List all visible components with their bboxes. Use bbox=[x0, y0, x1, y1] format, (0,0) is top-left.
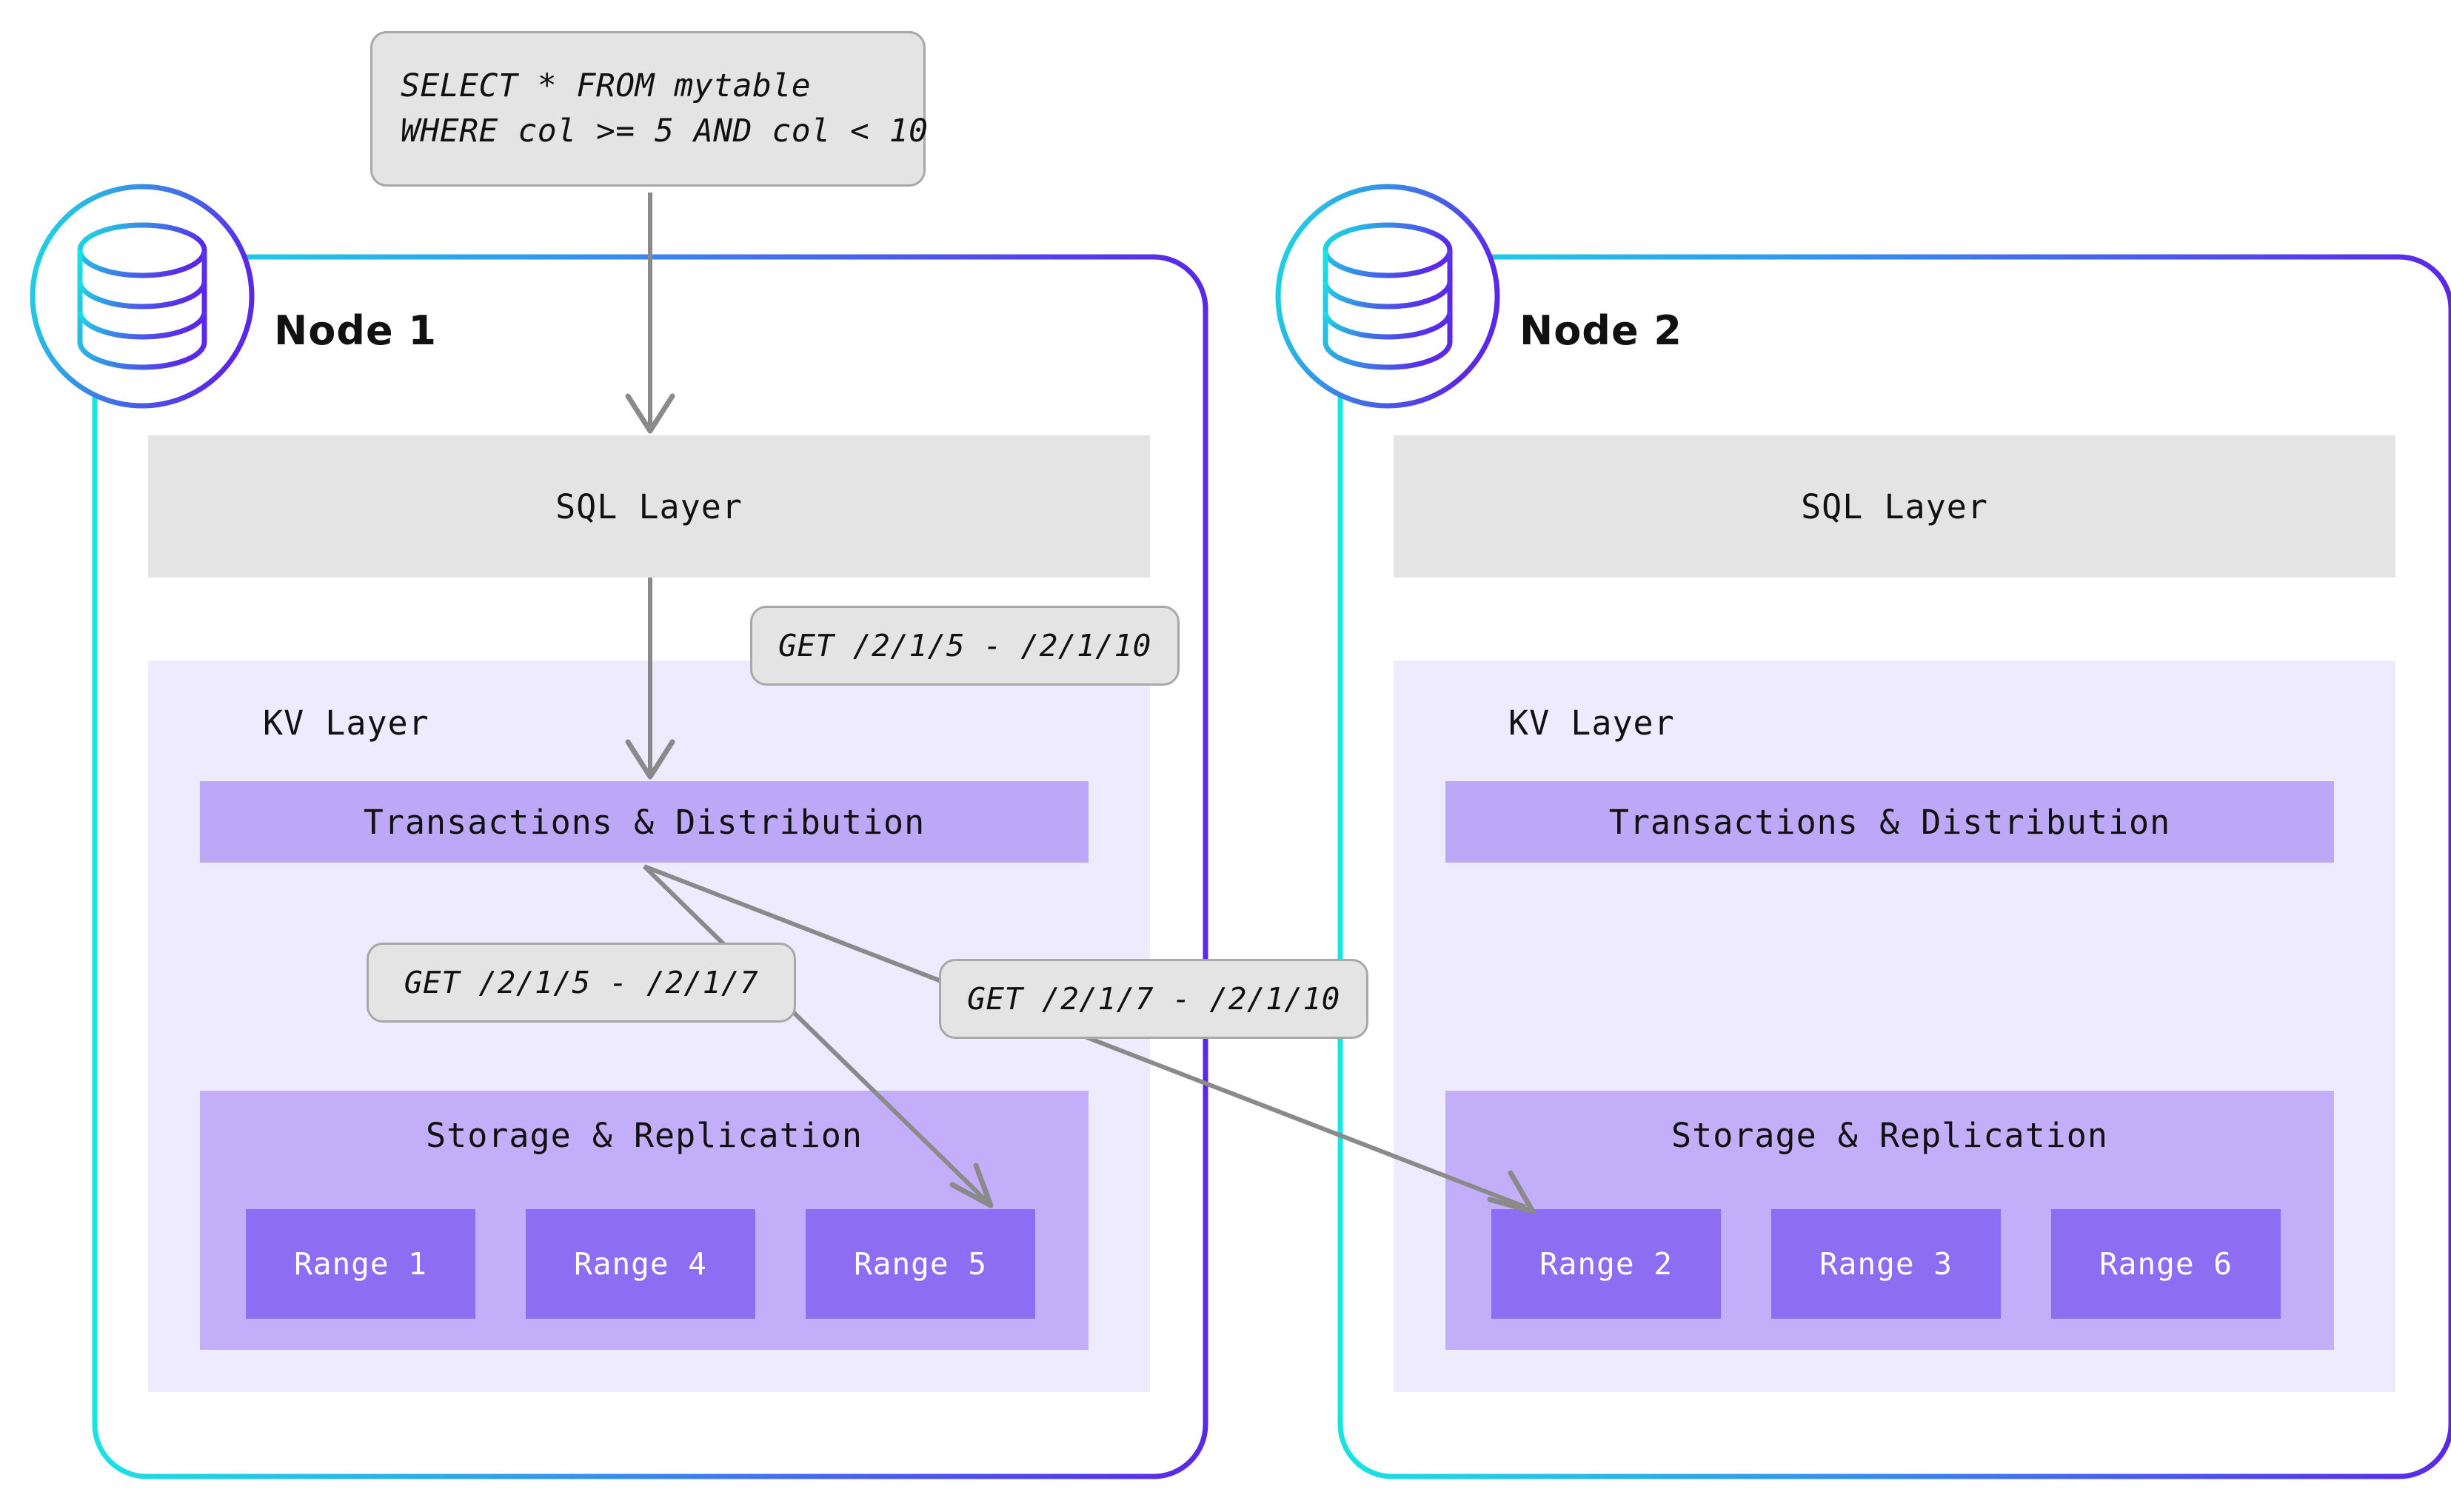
node-1-range-tile-2[interactable]: Range 4 bbox=[526, 1209, 755, 1319]
node-2-range-tile-3[interactable]: Range 6 bbox=[2051, 1209, 2281, 1319]
node-2-range-tile-2[interactable]: Range 3 bbox=[1771, 1209, 2001, 1319]
arrow-query-to-sql-layer bbox=[625, 193, 675, 434]
node-1-range-tile-1[interactable]: Range 1 bbox=[246, 1209, 475, 1319]
range-2-request-label: GET /2/1/7 - /2/1/10 bbox=[967, 980, 1340, 1017]
arrow-transactions-to-range-5 bbox=[642, 864, 994, 1208]
node-2-transactions-bar: Transactions & Distribution bbox=[1445, 781, 2334, 863]
node-1-title: Node 1 bbox=[274, 307, 437, 354]
kv-request-label: GET /2/1/5 - /2/1/10 bbox=[778, 627, 1151, 663]
node-2-sql-layer: SQL Layer bbox=[1394, 435, 2395, 578]
node-1-kv-layer-label: KV Layer bbox=[263, 703, 429, 743]
range-2-request-callout: GET /2/1/7 - /2/1/10 bbox=[939, 959, 1368, 1039]
node-1-sql-layer: SQL Layer bbox=[148, 435, 1150, 578]
node-2-kv-layer-label: KV Layer bbox=[1508, 703, 1675, 743]
node-1-range-tile-3[interactable]: Range 5 bbox=[806, 1209, 1035, 1319]
sql-query-line-1: SELECT * FROM mytable bbox=[401, 67, 812, 104]
sql-query-line-2: WHERE col >= 5 AND col < 10 bbox=[401, 113, 929, 150]
range-5-request-label: GET /2/1/5 - /2/1/7 bbox=[404, 964, 759, 1000]
node-2-storage-label: Storage & Replication bbox=[1671, 1116, 2108, 1155]
range-5-request-callout: GET /2/1/5 - /2/1/7 bbox=[367, 943, 796, 1023]
database-cylinder-icon bbox=[1323, 222, 1453, 370]
node-2-badge bbox=[1275, 184, 1500, 409]
node-1-transactions-bar: Transactions & Distribution bbox=[200, 781, 1089, 863]
node-2-title: Node 2 bbox=[1519, 307, 1682, 354]
sql-query-callout: SELECT * FROM mytable WHERE col >= 5 AND… bbox=[370, 31, 929, 187]
node-1-badge bbox=[30, 184, 255, 409]
node-2-frame bbox=[1337, 254, 2451, 1479]
arrow-transactions-to-range-2 bbox=[643, 864, 1536, 1214]
node-1-storage-bar: Storage & Replication Range 1 Range 4 Ra… bbox=[200, 1091, 1089, 1350]
database-cylinder-icon bbox=[77, 222, 207, 370]
node-1-storage-label: Storage & Replication bbox=[426, 1116, 863, 1155]
kv-request-callout: GET /2/1/5 - /2/1/10 bbox=[750, 606, 1180, 686]
arrow-sql-to-transactions bbox=[625, 578, 675, 780]
node-2-storage-bar: Storage & Replication Range 2 Range 3 Ra… bbox=[1445, 1091, 2334, 1350]
node-2-range-tile-1[interactable]: Range 2 bbox=[1491, 1209, 1721, 1319]
